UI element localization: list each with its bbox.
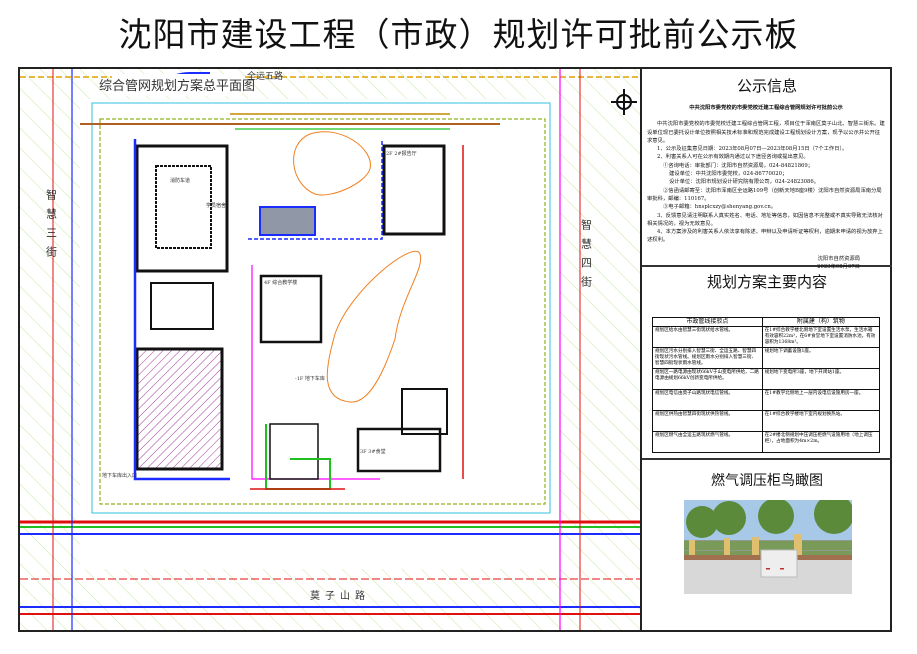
site-plan-map: 综合管网规划方案总平面图 全运五路 莫子山路 智慧三街 智慧四街 2F 2#报告… [20, 69, 640, 630]
table-row: 规划区燃气由全运五路现状燃气管线。在2#楼北侧规划中压调压柜燃气设施用地（地上调… [652, 431, 881, 453]
table-cell: 规划地下调蓄设施1座。 [761, 347, 881, 369]
label-building: 消防车道 [170, 177, 190, 184]
notice-date: 2023年08月07日 [817, 264, 860, 271]
map-title: 综合管网规划方案总平面图 [99, 78, 255, 94]
label-building: 2F 2#报告厅 [386, 150, 417, 157]
label-building: 地下车库出入口 [102, 472, 137, 479]
info-panel: 公示信息 中共沈阳市委党校的市委党校迁建工程综合管网规划许可批前公示 中共沈阳市… [640, 69, 892, 630]
notice-paragraph: 建设单位：中共沈阳市委党校，024-86770020； [669, 171, 788, 178]
table-cell: 规划区一路电源由现状66kV于山变电所供给，二路电源由规划66kV创新变电所供给… [652, 368, 763, 390]
site-plan-drawing: 综合管网规划方案总平面图 全运五路 莫子山路 智慧三街 智慧四街 2F 2#报告… [20, 69, 640, 630]
table-row: 规划区污水分别排入智慧三街、全运五路、智慧四街现状污水管线。规划区雨水分别排入智… [652, 347, 881, 369]
plan-table: 市政管线接驳点附属建（构）筑物 规划区给水由智慧三街现状给水管线。在1#综合教学… [652, 317, 881, 453]
gas-regulator-cabinet-photo [684, 500, 852, 594]
road-south: 莫子山路 [310, 589, 370, 602]
table-header: 市政管线接驳点 [652, 317, 763, 327]
label-building: 3F 3#食堂 [360, 448, 386, 455]
table-row: 规划区供热由智慧四街现状供热管线。在1#综合教学楼地下室内规划换热站。 [652, 410, 881, 432]
label-building: 学员宿舍 [206, 202, 226, 209]
notice-paragraph: 中共沈阳市委党校的市委党校迁建工程综合管网工程，项目位于浑南区莫子山北、智慧三街… [647, 121, 885, 144]
table-row: 规划区电信由莫子山路现状电信管线。在1#教学北侧地上一层内设电信设施用房一座。 [652, 389, 881, 411]
table-cell: 在2#楼北侧规划中压调压柜燃气设施用地（地上调压柜），占地面积为4m×2m。 [761, 431, 881, 453]
table-cell: 在1#教学北侧地上一层内设电信设施用房一座。 [761, 389, 881, 411]
plan-section: 规划方案主要内容 市政管线接驳点附属建（构）筑物 规划区给水由智慧三街现状给水管… [642, 267, 892, 460]
notice-paragraph: 2、利害关系人可在公示有效期内通过以下途径咨询或提出意见。 [657, 154, 809, 161]
label-building: -1F 地下车库 [295, 375, 325, 382]
photo-section-title: 燃气调压柜鸟瞰图 [711, 473, 823, 489]
table-cell: 在1#综合教学楼北侧地下室设置生活水泵，生活水箱有效容积22m³，在6#食堂地下… [761, 326, 881, 348]
table-cell: 规划区污水分别排入智慧三街、全运五路、智慧四街现状污水管线。规划区雨水分别排入智… [652, 347, 763, 369]
table-row: 规划区给水由智慧三街现状给水管线。在1#综合教学楼北侧地下室设置生活水泵，生活水… [652, 326, 881, 348]
table-cell: 规划区供热由智慧四街现状供热管线。 [652, 410, 763, 432]
table-row: 规划区一路电源由现状66kV于山变电所供给，二路电源由规划66kV创新变电所供给… [652, 368, 881, 390]
notice-paragraph: 1、公示及征集意见日期：2023年08月07日—2023年08月15日（7个工作… [657, 146, 848, 153]
plan-section-title: 规划方案主要内容 [706, 273, 827, 291]
notice-section-title: 公示信息 [736, 77, 797, 95]
notice-paragraph: ③电子邮箱：hnsplcxzy@shenyang.gov.cn。 [663, 204, 777, 211]
label-building: 4F 综合教学楼 [264, 279, 297, 286]
road-west: 智慧三街 [45, 188, 58, 265]
board-frame [18, 67, 892, 632]
photo-section: 燃气调压柜鸟瞰图 [642, 460, 892, 630]
notice-paragraph: 3、反馈意见请注明联系人真实姓名、电话、地址等信息，如因信息不完整或不真实导致无… [647, 212, 883, 227]
road-north: 全运五路 [247, 70, 283, 82]
table-cell: 规划区燃气由全运五路现状燃气管线。 [652, 431, 763, 453]
notice-signature: 沈阳市自然资源局 [817, 255, 860, 262]
table-cell: 在1#综合教学楼地下室内规划换热站。 [761, 410, 881, 432]
table-cell: 规划区给水由智慧三街现状给水管线。 [652, 326, 763, 348]
notice-paragraph: 4、本方案涉及的利害关系人依法享有陈述、申辩以及申请听证等权利，逾期未申请的视为… [647, 229, 883, 244]
notice-paragraph: 设计单位：沈阳市规划设计研究院有限公司，024-24823086。 [669, 179, 820, 186]
notice-paragraph: ②信函请邮寄至：沈阳市浑南区全运路109号（创新天地B座9楼）沈阳市自然资源局浑… [647, 187, 882, 202]
page-title: 沈阳市建设工程（市政）规划许可批前公示板 [118, 15, 799, 54]
table-header: 附属建（构）筑物 [761, 317, 881, 327]
notice-paragraph: ①咨询电话：审批部门：沈阳市自然资源局，024-84821869； [663, 162, 814, 169]
notice-text: 中共沈阳市委党校的市委党校迁建工程综合管网规划许可批前公示 中共沈阳市委党校的市… [647, 104, 885, 271]
table-cell: 规划地下变电所3座，地下开闭站1座。 [761, 368, 881, 390]
notice-title: 中共沈阳市委党校的市委党校迁建工程综合管网规划许可批前公示 [689, 105, 843, 111]
table-cell: 规划区电信由莫子山路现状电信管线。 [652, 389, 763, 411]
road-east: 智慧四街 [580, 218, 593, 295]
notice-section: 公示信息 中共沈阳市委党校的市委党校迁建工程综合管网规划许可批前公示 中共沈阳市… [642, 69, 892, 270]
